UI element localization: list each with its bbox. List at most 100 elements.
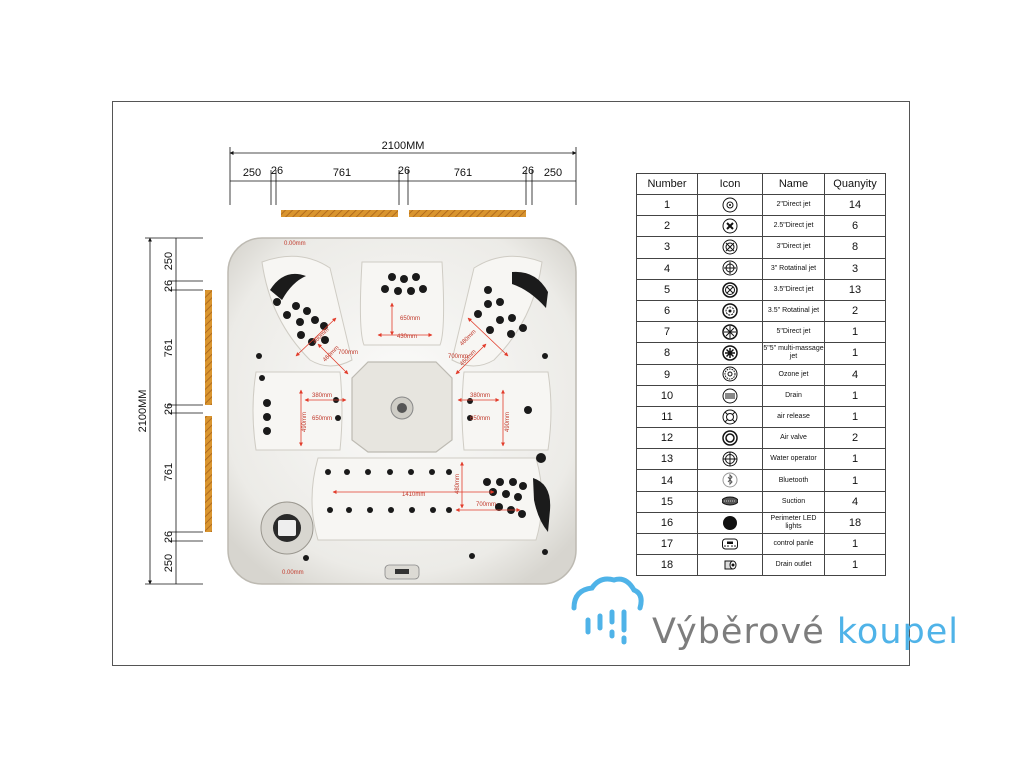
jet xyxy=(507,330,515,338)
jet xyxy=(388,273,396,281)
direct-jet-3-5-icon xyxy=(722,281,738,298)
row-icon-cell xyxy=(697,236,763,259)
row-icon-cell xyxy=(697,448,763,471)
left-seg-1: 250 xyxy=(163,252,175,270)
jet xyxy=(409,507,415,513)
row-name: 2"Direct jet xyxy=(762,193,825,217)
row-number: 11 xyxy=(636,405,698,429)
jet xyxy=(542,353,548,359)
jet xyxy=(496,316,504,324)
lounger-width-label: 700mm xyxy=(476,502,496,508)
row-name: 5"Direct jet xyxy=(762,321,825,344)
jet xyxy=(514,493,522,501)
top-panel-left xyxy=(281,210,398,217)
jet xyxy=(273,298,281,306)
side-right-width-label: 380mm xyxy=(470,393,490,399)
row-quantity: 1 xyxy=(824,321,886,344)
row-quantity: 18 xyxy=(824,511,886,535)
jet xyxy=(518,510,526,518)
seat-upper-width-label: 430mm xyxy=(397,334,417,340)
top-seg-4: 26 xyxy=(398,165,410,177)
jet xyxy=(412,273,420,281)
row-name: Air valve xyxy=(762,427,825,450)
row-number: 3 xyxy=(636,236,698,259)
multi-massage-jet-icon xyxy=(722,345,738,361)
jet xyxy=(367,507,373,513)
rotating-jet-3-5-icon xyxy=(722,303,738,319)
jet xyxy=(303,555,309,561)
row-number: 13 xyxy=(636,448,698,471)
row-icon-cell xyxy=(697,511,763,535)
col-number-header: Number xyxy=(636,173,698,195)
top-seg-1: 250 xyxy=(243,167,261,179)
row-icon-cell xyxy=(697,384,763,407)
jet xyxy=(509,478,517,486)
jet xyxy=(263,413,271,421)
row-name: 2.5"Direct jet xyxy=(762,215,825,238)
left-panel-lower xyxy=(205,416,212,532)
row-quantity: 1 xyxy=(824,342,886,365)
row-quantity: 13 xyxy=(824,278,886,301)
row-icon-cell xyxy=(697,363,763,386)
lounger-height-label: 480mm xyxy=(455,474,461,494)
row-quantity: 3 xyxy=(824,257,886,280)
hot-tub-shell xyxy=(227,237,577,585)
jet xyxy=(524,406,532,414)
side-left-height-label: 490mm xyxy=(302,412,308,432)
col-name-header: Name xyxy=(762,173,825,195)
jet xyxy=(296,318,304,326)
row-name: control panle xyxy=(762,532,825,556)
lounger-length-label: 1410mm xyxy=(402,492,425,498)
air-release-icon xyxy=(722,409,738,425)
jet xyxy=(259,375,265,381)
row-quantity: 1 xyxy=(824,469,886,492)
row-icon-cell xyxy=(697,278,763,301)
jet xyxy=(483,478,491,486)
direct-jet-5-icon xyxy=(722,324,738,340)
row-icon-cell xyxy=(697,257,763,280)
row-number: 9 xyxy=(636,363,698,386)
row-icon-cell xyxy=(697,215,763,238)
seat-upper-depth-label: 650mm xyxy=(400,316,420,322)
col-icon-header: Icon xyxy=(697,173,763,195)
drain-icon xyxy=(722,388,738,404)
jet xyxy=(467,415,473,421)
brand-word-1: Výběrové xyxy=(652,612,825,652)
brand-logo xyxy=(571,576,644,645)
jet xyxy=(484,286,492,294)
row-number: 15 xyxy=(636,490,698,513)
row-icon-cell xyxy=(697,193,763,217)
left-seg-6: 26 xyxy=(163,531,175,543)
jet xyxy=(542,549,548,555)
jet xyxy=(496,478,504,486)
row-quantity: 14 xyxy=(824,193,886,217)
jet xyxy=(474,310,482,318)
row-quantity: 1 xyxy=(824,554,886,577)
total-width-label: 2100MM xyxy=(382,140,425,152)
jet xyxy=(394,287,402,295)
corner-left-c-label: 700mm xyxy=(338,350,358,356)
jet xyxy=(283,311,291,319)
row-quantity: 6 xyxy=(824,215,886,238)
jet xyxy=(311,316,319,324)
row-number: 5 xyxy=(636,278,698,301)
jet xyxy=(446,469,452,475)
row-icon-cell xyxy=(697,490,763,513)
water-operator-icon xyxy=(722,451,738,467)
side-left-width-label: 380mm xyxy=(312,393,332,399)
row-name: Bluetooth xyxy=(762,469,825,492)
top-panel-right xyxy=(409,210,526,217)
jet xyxy=(496,298,504,306)
jet xyxy=(256,353,262,359)
left-seg-2: 26 xyxy=(163,280,175,292)
